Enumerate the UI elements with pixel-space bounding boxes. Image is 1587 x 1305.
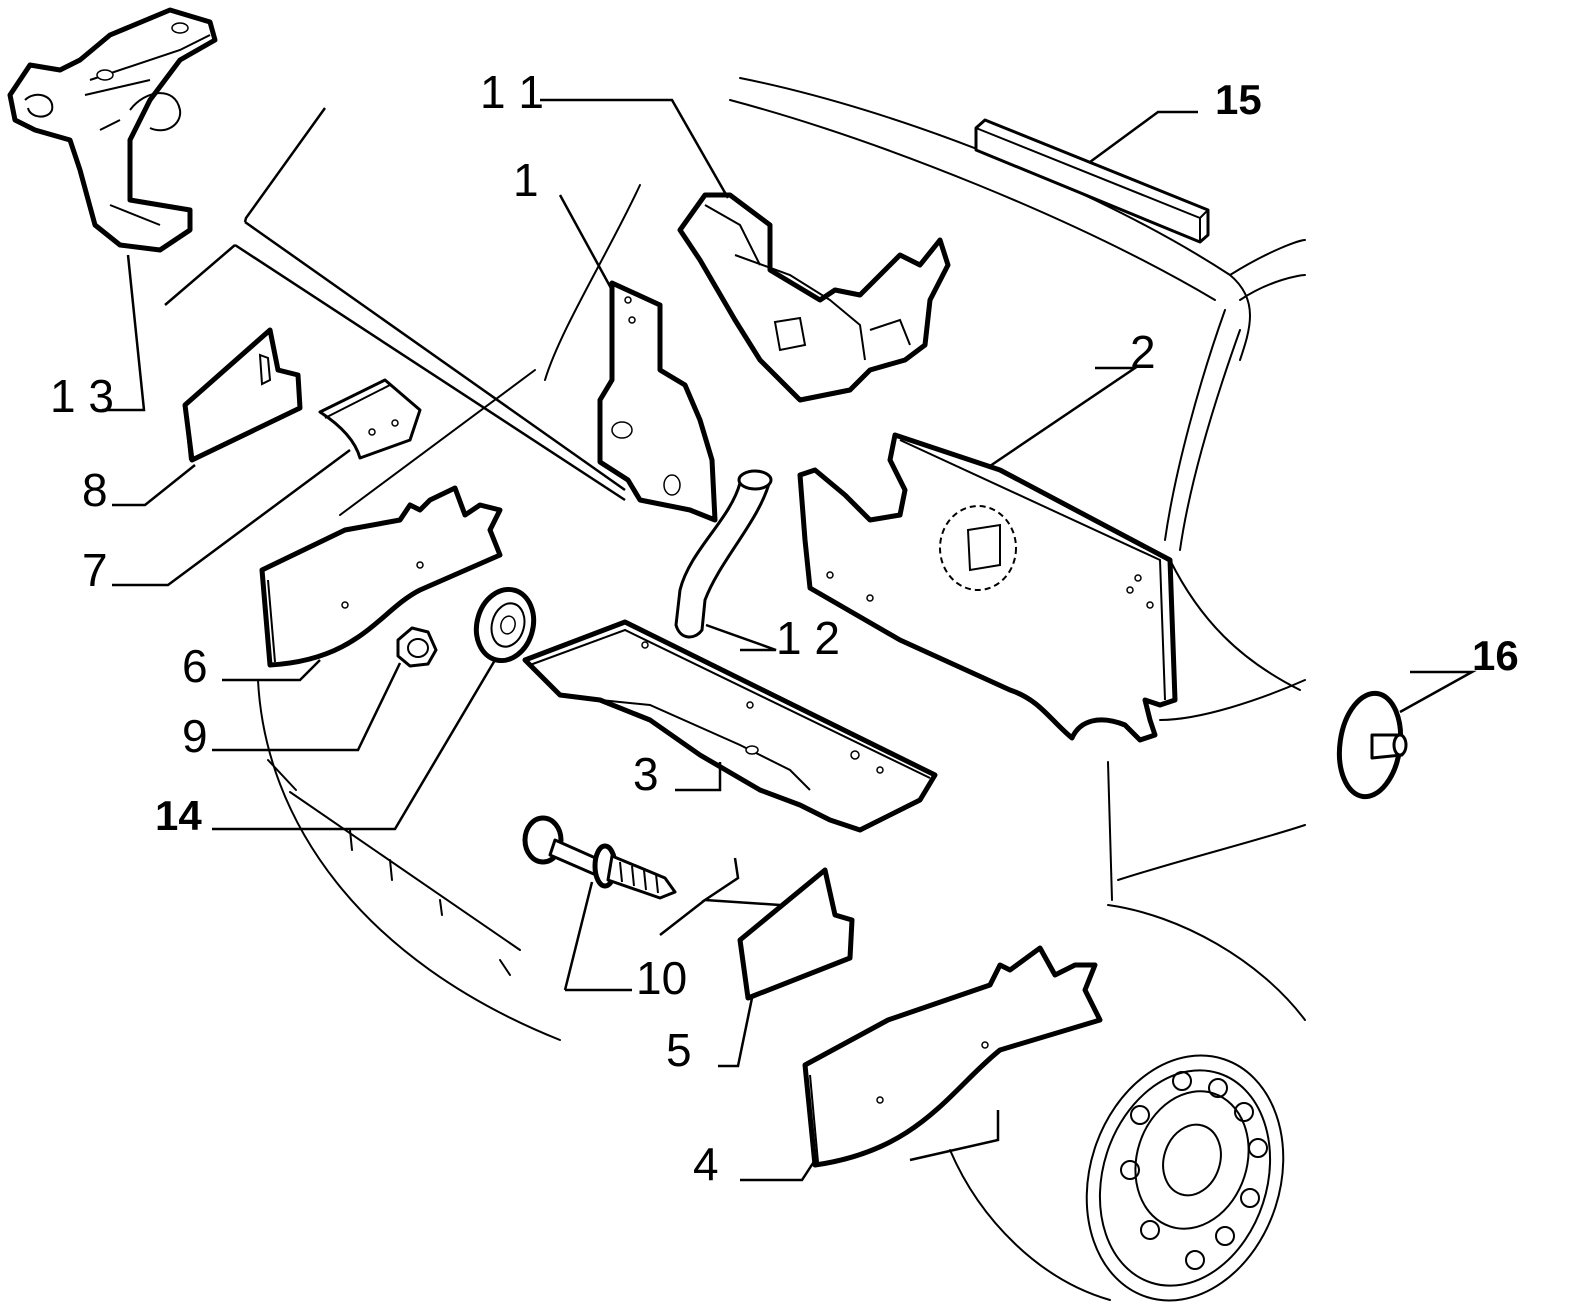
- label-part-10: 10: [636, 952, 687, 1004]
- part-11-bracket: [677, 192, 951, 403]
- part-9-nut: [396, 626, 438, 668]
- part-12-hose: [674, 469, 773, 639]
- car-body-outline: [257, 77, 1306, 1302]
- part-14-grommet: [473, 586, 537, 664]
- label-part-4: 4: [693, 1138, 719, 1190]
- label-part-14: 14: [155, 792, 202, 839]
- part-2-panel: [797, 432, 1178, 743]
- label-part-12: 1 2: [776, 612, 840, 664]
- leader-lines: [102, 98, 1477, 1182]
- label-part-8: 8: [82, 464, 108, 516]
- label-part-13: 1 3: [50, 370, 114, 422]
- part-16-grommet: [1336, 690, 1408, 800]
- label-part-1: 1: [513, 154, 539, 206]
- label-part-5: 5: [666, 1024, 692, 1076]
- part-7-panel: [318, 378, 422, 460]
- part-6-panel: [259, 485, 503, 668]
- label-part-2: 2: [1130, 326, 1156, 378]
- part-1-panel: [597, 280, 718, 523]
- label-part-15: 15: [1215, 76, 1262, 123]
- label-part-7: 7: [82, 544, 108, 596]
- part-labels: 1 1 1 15 2 1 3 8 7 1 2 16 6 9 3 14 10 5 …: [50, 66, 1519, 1190]
- label-part-3: 3: [633, 748, 659, 800]
- part-13-hood-latch: [7, 7, 218, 253]
- part-4-panel: [802, 945, 1103, 1168]
- part-10-clip: [522, 815, 677, 900]
- label-part-6: 6: [182, 640, 208, 692]
- part-8-panel: [182, 327, 303, 463]
- part-3-tray: [522, 619, 938, 833]
- part-5-panel: [737, 867, 855, 1001]
- label-part-16: 16: [1472, 632, 1519, 679]
- label-part-11: 1 1: [480, 66, 544, 118]
- label-part-9: 9: [182, 710, 208, 762]
- guide-lines: [164, 107, 1000, 1162]
- part-15-strip: [974, 118, 1210, 244]
- wheel: [1085, 1054, 1285, 1302]
